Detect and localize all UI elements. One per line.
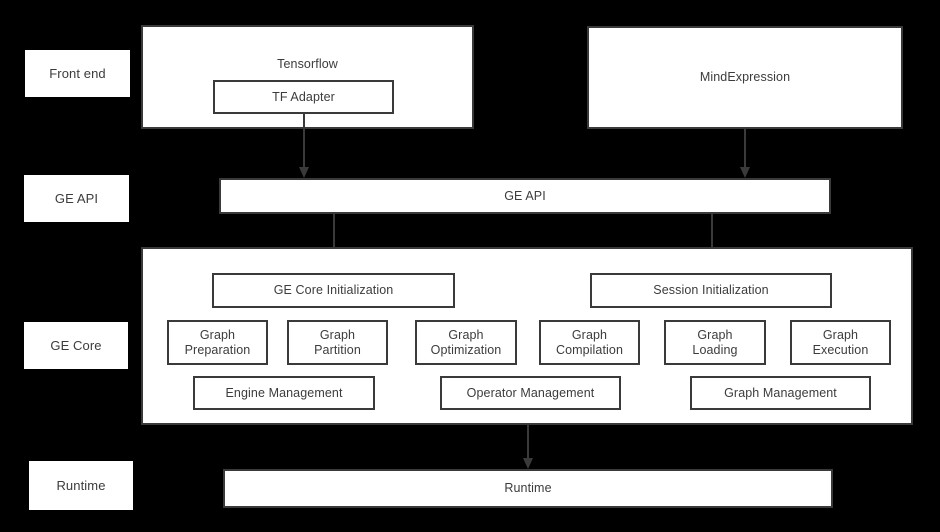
unit-graph-compilation[interactable]: Graph Compilation: [539, 320, 640, 365]
session-initialization-box[interactable]: Session Initialization: [590, 273, 832, 308]
unit-graph-optimization[interactable]: Graph Optimization: [415, 320, 517, 365]
unit-graph-execution[interactable]: Graph Execution: [790, 320, 891, 365]
ge-api-bar[interactable]: GE API: [219, 178, 831, 214]
tensorflow-label: Tensorflow: [277, 57, 338, 71]
runtime-bar[interactable]: Runtime: [223, 469, 833, 508]
mindexpression-box[interactable]: MindExpression: [587, 26, 903, 129]
tier-label-ge-core: GE Core: [24, 322, 128, 369]
tier-label-front-end: Front end: [25, 50, 130, 97]
tier-label-runtime: Runtime: [29, 461, 133, 510]
unit-graph-loading[interactable]: Graph Loading: [664, 320, 766, 365]
manager-operator-management[interactable]: Operator Management: [440, 376, 621, 410]
unit-graph-preparation[interactable]: Graph Preparation: [167, 320, 268, 365]
tf-adapter-box[interactable]: TF Adapter: [213, 80, 394, 114]
unit-graph-partition[interactable]: Graph Partition: [287, 320, 388, 365]
manager-graph-management[interactable]: Graph Management: [690, 376, 871, 410]
manager-engine-management[interactable]: Engine Management: [193, 376, 375, 410]
ge-core-initialization-box[interactable]: GE Core Initialization: [212, 273, 455, 308]
tier-label-ge-api: GE API: [24, 175, 129, 222]
